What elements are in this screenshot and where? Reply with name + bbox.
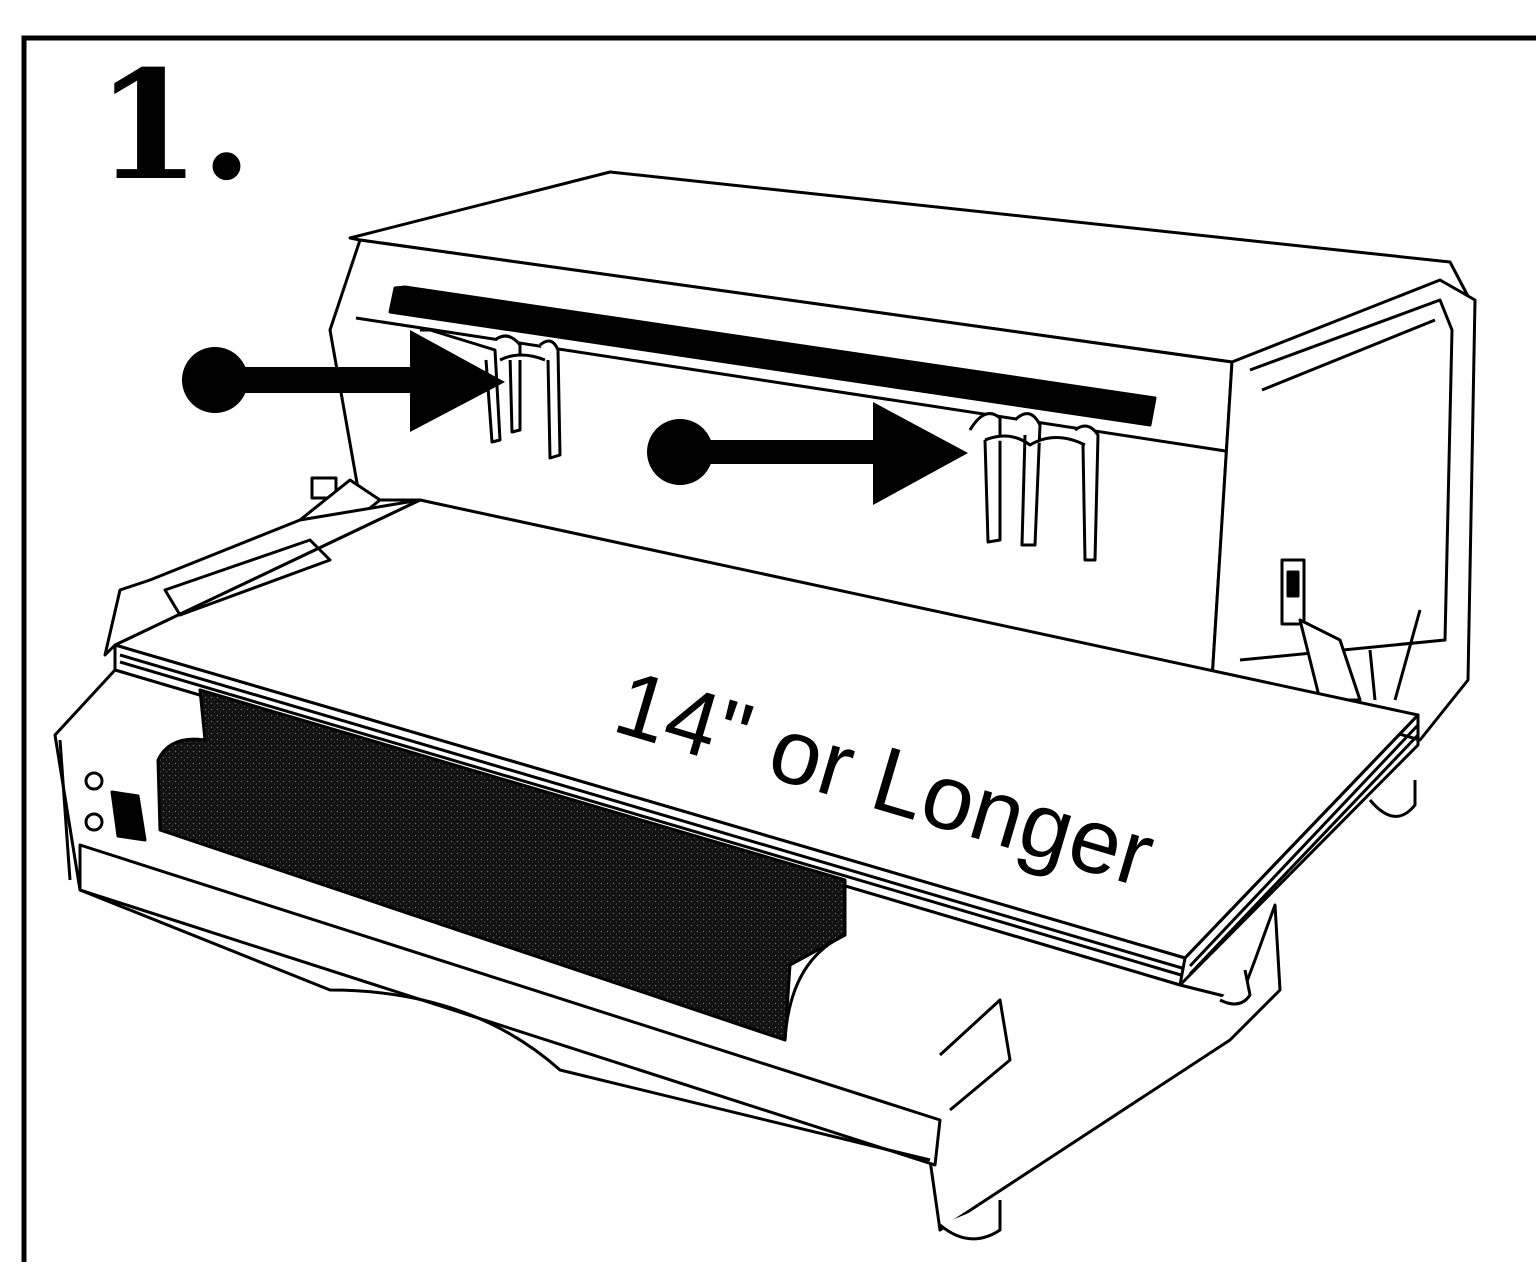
base-left — [103, 498, 422, 657]
comb-finger-right — [968, 412, 1100, 562]
arrow-left — [182, 330, 505, 432]
comb-slot-strip — [388, 285, 1157, 427]
step-number: 1. — [96, 38, 253, 214]
panel-border — [21, 35, 1536, 1262]
mode-indicator — [84, 812, 104, 832]
power-indicator — [84, 771, 104, 791]
adjust-knob — [310, 476, 338, 500]
arrow-right — [647, 402, 968, 505]
roller — [156, 688, 847, 1042]
comb-finger-left — [420, 328, 562, 460]
front-switch — [110, 790, 147, 842]
machine — [53, 170, 1477, 1241]
